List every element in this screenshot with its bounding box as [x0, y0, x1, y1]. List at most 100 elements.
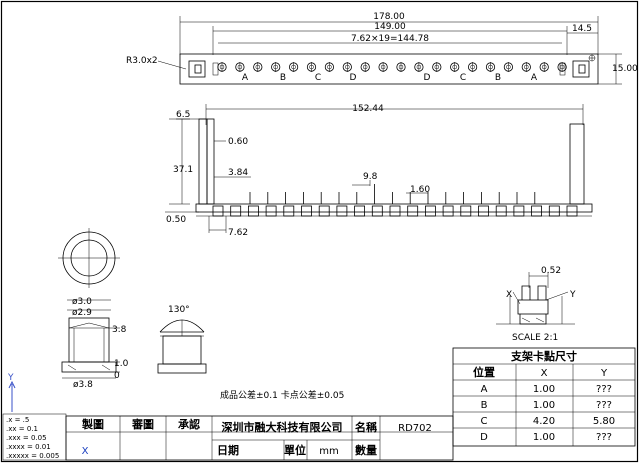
pin-label: A	[531, 73, 538, 83]
dia-3.0: ø3.0	[72, 297, 92, 307]
side-bump	[478, 205, 489, 217]
pin-label: C	[315, 73, 321, 83]
side-bump	[495, 205, 507, 217]
pin-label: A	[242, 73, 249, 83]
side-bump	[460, 205, 472, 217]
dim-pitch: 7.62×19=144.78	[351, 34, 429, 44]
side-bump	[283, 205, 295, 217]
dia-2.9: ø2.9	[72, 308, 92, 318]
side-bump	[442, 205, 454, 217]
side-bump	[424, 205, 436, 217]
detail-pin-section: ø3.0 ø2.9 3.8 1.0 0 ø3.8	[61, 297, 129, 390]
pin-hole	[432, 62, 442, 72]
side-bump	[389, 205, 401, 217]
pin-hole	[378, 62, 388, 72]
side-bump	[371, 205, 383, 217]
strip-outline	[179, 53, 599, 85]
table-title: 支架卡點尺寸	[510, 349, 577, 363]
table-cell: 1.00	[533, 384, 555, 395]
table-cell: B	[481, 400, 488, 411]
tolerance-legend-item: .xxxx = 0.01	[6, 443, 51, 451]
pin-hole	[521, 62, 531, 72]
dim-1.60: 1.60	[410, 185, 430, 195]
side-bump	[230, 205, 242, 217]
pin-hole	[467, 62, 478, 72]
table-cell: 1.00	[533, 400, 555, 411]
side-bump	[212, 205, 224, 217]
pin-row	[217, 62, 567, 72]
pin-hole	[342, 62, 352, 72]
dim-left: 6.5	[176, 110, 190, 120]
left-post	[198, 118, 208, 205]
pin-hole	[217, 62, 227, 72]
pin-hole	[324, 62, 334, 72]
dim-37.1: 37.1	[173, 165, 193, 175]
table-cell: 1.00	[533, 432, 555, 443]
right-post	[569, 123, 585, 205]
dim-inner: 149.00	[374, 22, 406, 32]
table-cell: D	[480, 432, 488, 443]
side-bump	[566, 205, 578, 217]
table-header: Y	[600, 368, 608, 379]
dim-3.8: 3.8	[112, 325, 127, 335]
pin-hole	[253, 62, 263, 72]
table-header: 位置	[473, 365, 495, 379]
pin-hole	[450, 62, 460, 72]
base-bar	[195, 203, 593, 213]
make-label: 製圖	[81, 417, 104, 431]
dim-0.50: 0.50	[166, 215, 186, 225]
dim-9.8: 9.8	[363, 172, 378, 182]
tolerance-legend-item: .xxx = 0.05	[6, 434, 47, 442]
pin-hole	[288, 62, 299, 72]
approve-label: 承認	[178, 417, 200, 431]
side-pins	[249, 184, 536, 204]
company-name: 深圳市融大科技有限公司	[222, 420, 343, 434]
side-bump	[301, 205, 312, 217]
table-cell: ???	[596, 384, 612, 395]
pin-label: C	[460, 73, 466, 83]
table-cell: ???	[596, 400, 612, 411]
side-bump	[318, 205, 330, 217]
side-bump	[513, 205, 525, 217]
tolerance-legend: .x = .5 .xx = 0.1 .xxx = 0.05 .xxxx = 0.…	[2, 413, 67, 461]
scale-label: SCALE 2:1	[512, 333, 558, 343]
pin-hole	[271, 62, 281, 72]
qty-label: 數量	[355, 443, 377, 457]
pin-hole	[396, 62, 406, 72]
pin-hole	[503, 62, 513, 72]
axis-y-label: Y	[7, 373, 14, 383]
dim-length: 152.44	[352, 104, 384, 114]
scale-view: 0.52 X Y SCALE 2:1	[496, 266, 576, 343]
side-bump	[407, 205, 419, 217]
radius-label: R3.0x2	[126, 56, 158, 66]
dim-height: 15.00	[612, 64, 638, 74]
table-cell: ???	[596, 432, 612, 443]
unit-value: mm	[319, 446, 338, 457]
pin-hole	[360, 62, 370, 72]
spec-table: 支架卡點尺寸 位置 X Y A 1.00 ??? B 1.00 ??? C 4.…	[452, 347, 636, 447]
side-bump	[336, 205, 348, 217]
date-label: 日期	[217, 443, 239, 457]
side-bump	[265, 205, 277, 217]
table-cell: C	[481, 416, 488, 427]
pin-label: D	[424, 73, 431, 83]
title-block: 製圖 審圖 承認 深圳市融大科技有限公司 名稱 RD702 日期 單位 mm 數…	[65, 415, 454, 461]
tolerance-note: 成品公差±0.1 卡点公差±0.05	[220, 389, 344, 401]
y-label: Y	[569, 290, 576, 300]
tolerance-legend-item: .xxxxx = 0.005	[6, 452, 59, 460]
dim-0.52: 0.52	[541, 266, 561, 276]
table-cell: A	[481, 384, 488, 395]
review-label: 審圖	[131, 417, 154, 431]
pin-label: B	[280, 73, 286, 83]
pin-label: D	[350, 73, 357, 83]
pin-hole	[557, 62, 567, 72]
name-label: 名稱	[355, 420, 377, 434]
unit-label: 單位	[284, 443, 306, 457]
side-bump	[531, 205, 542, 217]
dim-0: 0	[114, 371, 120, 381]
pin-hole	[485, 62, 496, 72]
table-cell: 5.80	[593, 416, 615, 427]
dim-3.84: 3.84	[228, 168, 248, 178]
